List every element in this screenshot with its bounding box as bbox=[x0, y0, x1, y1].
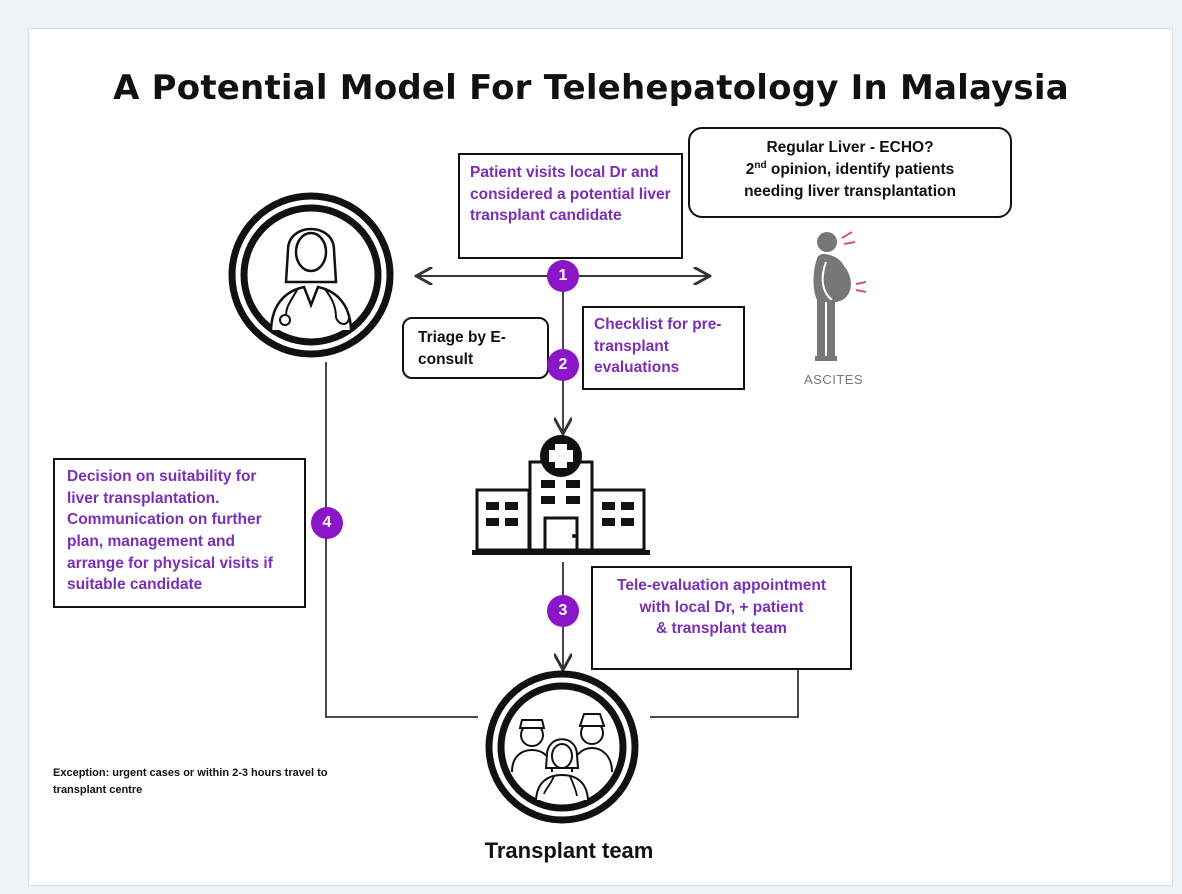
regular-line-2-sup: nd bbox=[754, 159, 767, 171]
regular-line-3: needing liver transplantation bbox=[744, 182, 956, 200]
triage-box: Triage by E-consult bbox=[402, 317, 549, 379]
regular-line-2-number: 2 bbox=[745, 160, 755, 178]
patient-visit-box: Patient visits local Dr and considered a… bbox=[458, 153, 683, 259]
connector-right-loop bbox=[650, 670, 799, 718]
tele-line-1: Tele-evaluation appointment bbox=[617, 577, 826, 594]
ascites-label: ASCITES bbox=[804, 372, 864, 387]
exception-note: Exception: urgent cases or within 2-3 ho… bbox=[53, 767, 328, 797]
step-badge-1: 1 bbox=[547, 260, 579, 292]
step-badge-4: 4 bbox=[311, 507, 343, 539]
doctor-icon bbox=[228, 192, 394, 358]
ascites-figure-icon bbox=[813, 231, 867, 361]
regular-line-1: Regular Liver - ECHO? bbox=[766, 139, 934, 156]
tele-line-3: & transplant team bbox=[656, 620, 787, 638]
transplant-team-label: Transplant team bbox=[484, 838, 654, 863]
connector-left-loop bbox=[325, 362, 478, 718]
hospital-icon bbox=[472, 435, 650, 555]
transplant-team-icon bbox=[485, 670, 639, 824]
decision-box: Decision on suitability for liver transp… bbox=[53, 458, 306, 608]
regular-line-2: 2nd opinion, identify patients bbox=[700, 159, 1000, 181]
regular-liver-echo-box: Regular Liver - ECHO? 2nd opinion, ident… bbox=[688, 127, 1012, 218]
step-badge-3: 3 bbox=[547, 595, 579, 627]
tele-evaluation-box: Tele-evaluation appointment with local D… bbox=[591, 566, 852, 670]
regular-line-2-rest: opinion, identify patients bbox=[766, 160, 955, 178]
tele-line-2: with local Dr, + patient bbox=[639, 598, 804, 616]
step-badge-2: 2 bbox=[547, 349, 579, 381]
diagram-title: A Potential Model For Telehepatology In … bbox=[113, 68, 1069, 108]
checklist-box: Checklist for pre-transplant evaluations bbox=[582, 306, 745, 390]
